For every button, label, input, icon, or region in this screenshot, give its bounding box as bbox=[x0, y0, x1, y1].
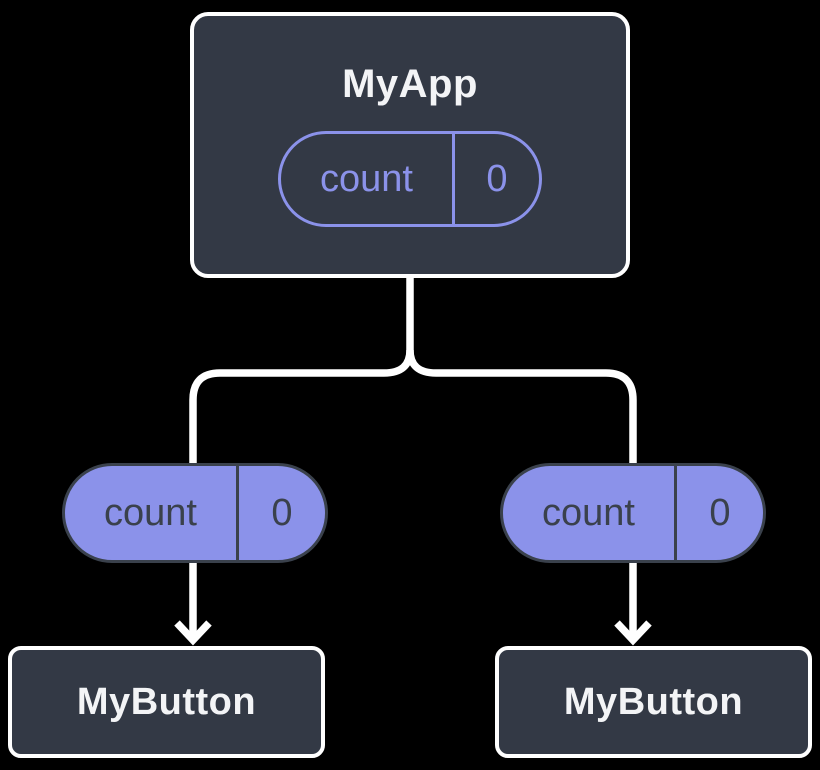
child-component-card-right: MyButton bbox=[495, 646, 812, 758]
prop-pill-value: 0 bbox=[271, 492, 293, 534]
state-pill-value: 0 bbox=[486, 158, 508, 200]
prop-pill-label: count bbox=[542, 492, 635, 534]
left-arrow-down-icon bbox=[174, 620, 212, 646]
state-pill: count 0 bbox=[278, 131, 542, 227]
right-branch-line bbox=[406, 349, 637, 640]
child-component-title: MyButton bbox=[76, 680, 257, 723]
state-pill-divider bbox=[452, 134, 455, 224]
state-pill-label: count bbox=[320, 158, 413, 200]
right-arrow-down-icon bbox=[614, 620, 652, 646]
prop-pill-label-section: count bbox=[503, 466, 674, 560]
prop-pill-divider bbox=[236, 466, 239, 560]
left-branch-line bbox=[189, 349, 414, 640]
prop-pill-right: count 0 bbox=[500, 463, 766, 563]
state-pill-value-section: 0 bbox=[455, 134, 539, 224]
prop-pill-left: count 0 bbox=[62, 463, 328, 563]
child-component-card-left: MyButton bbox=[8, 646, 325, 758]
prop-pill-label-section: count bbox=[65, 466, 236, 560]
root-component-card: MyApp count 0 bbox=[190, 12, 630, 278]
prop-pill-label: count bbox=[104, 492, 197, 534]
prop-pill-divider bbox=[674, 466, 677, 560]
state-pill-label-section: count bbox=[281, 134, 452, 224]
prop-pill-value-section: 0 bbox=[239, 466, 325, 560]
prop-pill-value-section: 0 bbox=[677, 466, 763, 560]
root-component-title: MyApp bbox=[342, 62, 478, 106]
child-component-title: MyButton bbox=[563, 680, 744, 723]
prop-pill-value: 0 bbox=[709, 492, 731, 534]
